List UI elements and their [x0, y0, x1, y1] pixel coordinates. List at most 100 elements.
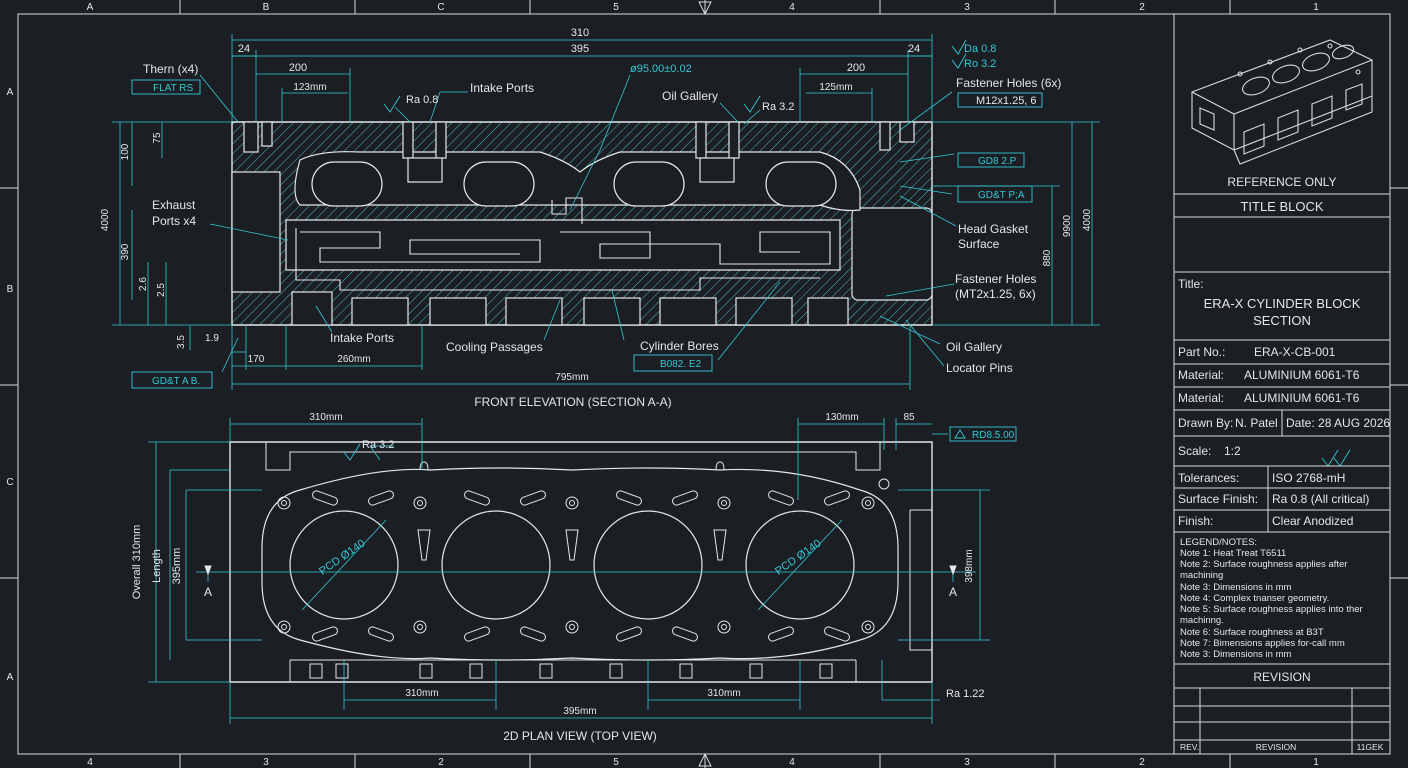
dim-height-100: 100 [120, 143, 131, 160]
plan-dim-bottom-left: 310mm [405, 688, 438, 699]
border-label-bottom: 5 [613, 757, 619, 768]
finish-value: Clear Anodized [1272, 514, 1353, 528]
border-label-left: B [7, 284, 14, 295]
part-no-value: ERA-X-CB-001 [1254, 345, 1336, 359]
plan-ra-32: Ra 3.2 [362, 439, 394, 451]
surface-finish-label: Surface Finish: [1178, 492, 1258, 506]
date-value: Date: 28 AUG 2026 [1286, 416, 1390, 430]
border-label-bottom: 4 [87, 757, 93, 768]
gdt-frame-flat [131, 79, 201, 95]
label-ra-32: Ra 3.2 [762, 101, 794, 113]
border-label-bottom: 3 [263, 757, 269, 768]
revision-column: REVISION [1256, 742, 1297, 752]
note-line: Note 7: Bimensions applies for-call mm [1180, 638, 1345, 649]
dim-height-4000-left: 4000 [100, 208, 111, 231]
plan-ra-122: Ra 1.22 [946, 688, 985, 700]
material2-label: Material: [1178, 391, 1224, 405]
label-da-08: Da 0.8 [964, 43, 996, 55]
label-fastener-mid-2: (MT2x1.25, 6x) [955, 287, 1036, 301]
dim-bottom-170: 170 [248, 354, 265, 365]
label-gdt-bottom: GD&T A B. [152, 376, 200, 387]
plan-dim-130: 130mm [825, 412, 858, 423]
note-line: Note 5: Surface roughness applies into t… [1180, 604, 1363, 615]
dim-right-200: 200 [847, 62, 865, 74]
label-intake-top: Intake Ports [470, 81, 534, 95]
label-fastener-top: Fastener Holes (6x) [956, 76, 1061, 90]
border-label-bottom: 4 [789, 757, 795, 768]
border-label-left: C [6, 477, 13, 488]
dim-right-125: 125mm [819, 82, 852, 93]
label-thermo: Thern (x4) [143, 62, 198, 76]
label-oil-gallery-bottom: Oil Gallery [946, 340, 1002, 354]
note-line: Note 2: Surface roughness applies after [1180, 559, 1347, 570]
dim-height-2-5: 2.5 [156, 283, 167, 297]
label-ro-32: Ro 3.2 [964, 58, 996, 70]
dim-height-4000-right: 4000 [1082, 208, 1093, 231]
label-bore-dia: ø95.00±0.02 [630, 63, 692, 75]
note-line: Note 6: Surface roughness at B3T [1180, 627, 1324, 638]
tolerances-label: Tolerances: [1178, 471, 1239, 485]
label-fastener-mid-1: Fastener Holes [955, 272, 1036, 286]
gdt-frame-gd8 [957, 152, 1025, 168]
drawing-title-line-2: SECTION [1253, 313, 1311, 328]
gdt-frame-gdt-pa [957, 185, 1033, 203]
gdt-frame-bore [633, 354, 713, 372]
dim-height-880: 880 [1042, 249, 1053, 266]
finish-label: Finish: [1178, 514, 1213, 528]
part-no-label: Part No.: [1178, 345, 1225, 359]
border-label-top: 3 [964, 2, 970, 13]
title-block-header: TITLE BLOCK [1240, 199, 1323, 214]
border-label-left: A [7, 87, 14, 98]
isometric-reference-sketch [1191, 39, 1373, 165]
reference-only-label: REFERENCE ONLY [1227, 175, 1336, 189]
dim-bottom-795: 795mm [555, 372, 588, 383]
title-block [1173, 14, 1390, 754]
title-label: Title: [1178, 277, 1204, 291]
border-label-top: 4 [789, 2, 795, 13]
material2-value: ALUMINIUM 6061-T6 [1244, 391, 1360, 405]
border-label-top: 1 [1313, 2, 1319, 13]
scale-value: 1:2 [1224, 444, 1241, 458]
plan-rd-frame: RD8.5.00 [972, 430, 1015, 441]
dim-left-24: 24 [238, 43, 250, 55]
label-fastener-frame: M12x1.25, 6 [976, 95, 1037, 107]
note-line: LEGEND/NOTES: [1180, 537, 1257, 548]
drawn-by-value: N. Patel [1235, 416, 1278, 430]
label-flat-frame: FLAT RS [153, 83, 194, 94]
material-value: ALUMINIUM 6061-T6 [1244, 368, 1360, 382]
dim-height-3-5: 3.5 [176, 335, 187, 349]
front-view-title: FRONT ELEVATION (SECTION A-A) [474, 395, 671, 409]
gasket-outline [261, 467, 899, 661]
dim-height-9900: 9900 [1062, 214, 1073, 237]
dim-bottom-1-9: 1.9 [205, 333, 219, 344]
note-line: Note 3: Dimensions in mm [1180, 649, 1291, 660]
note-line: Note 1: Heat Treat T6511 [1180, 548, 1286, 559]
note-line: Note 4: Complex tnanser geometry. [1180, 593, 1329, 604]
material-label: Material: [1178, 368, 1224, 382]
label-head-gasket-2: Surface [958, 237, 1000, 251]
rev-column: REV. [1180, 742, 1199, 752]
dim-inner-top: 395 [571, 43, 589, 55]
plan-dim-overall: Overall 310mm [131, 525, 143, 600]
gdt-frame-bottom [131, 371, 213, 389]
plan-view-title: 2D PLAN VIEW (TOP VIEW) [503, 729, 657, 743]
tolerances-value: ISO 2768-mH [1272, 471, 1345, 485]
border-label-top: B [263, 2, 270, 13]
label-head-gasket-1: Head Gasket [958, 222, 1029, 236]
drawn-by-label: Drawn By: [1178, 416, 1233, 430]
plan-section-mark-left: A [204, 585, 212, 599]
dim-right-24: 24 [908, 43, 920, 55]
front-elevation-section [112, 34, 1100, 390]
border-label-top: C [437, 2, 444, 13]
plan-dim-85: 85 [903, 412, 915, 423]
border-label-top: A [87, 2, 94, 13]
label-exhaust-1: Exhaust [152, 198, 196, 212]
dim-left-200: 200 [289, 62, 307, 74]
bore-4 [745, 510, 855, 620]
drawing-title-line-1: ERA-X CYLINDER BLOCK [1204, 296, 1361, 311]
dim-bottom-260: 260mm [337, 354, 370, 365]
label-gd-frame-2: GD&T P;A [978, 190, 1025, 201]
label-exhaust-2: Ports x4 [152, 214, 196, 228]
